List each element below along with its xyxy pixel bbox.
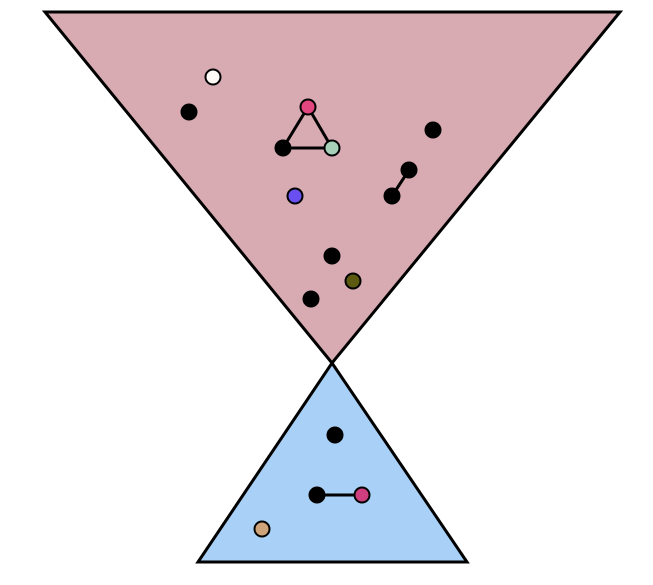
nodes-layer bbox=[180, 68, 442, 538]
node-n8 bbox=[383, 187, 401, 205]
node-n11 bbox=[344, 272, 362, 290]
node-n6 bbox=[424, 121, 442, 139]
node-n2 bbox=[180, 103, 198, 121]
node-n1 bbox=[204, 68, 222, 86]
node-n13 bbox=[326, 426, 344, 444]
node-n15 bbox=[353, 486, 371, 504]
node-n10 bbox=[323, 247, 341, 265]
region-bottom bbox=[195, 360, 470, 564]
regions-layer bbox=[41, 10, 624, 564]
node-n5 bbox=[323, 139, 341, 157]
node-n4 bbox=[274, 139, 292, 157]
node-n3 bbox=[299, 98, 317, 116]
node-n12 bbox=[302, 290, 320, 308]
region-top bbox=[41, 10, 624, 366]
node-n16 bbox=[253, 520, 271, 538]
node-n7 bbox=[400, 161, 418, 179]
node-n9 bbox=[286, 187, 304, 205]
node-n14 bbox=[308, 486, 326, 504]
